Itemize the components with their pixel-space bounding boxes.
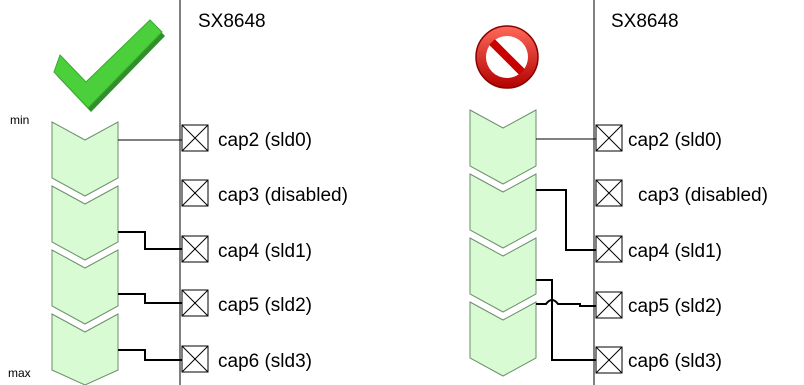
slider-segment bbox=[51, 313, 119, 385]
chip-title: SX8648 bbox=[611, 11, 679, 32]
slider-segment bbox=[469, 173, 537, 249]
pin-list: cap2 (sld0) cap3 (disabled) cap4 (sld1) … bbox=[181, 124, 348, 373]
pin-label: cap3 (disabled) bbox=[638, 185, 768, 206]
slider-segment bbox=[51, 185, 119, 261]
red-prohibited-icon bbox=[475, 25, 539, 89]
panel-correct: min max SX8648 cap2 (sld0) cap3 (d bbox=[8, 0, 348, 385]
pin-cap6 bbox=[181, 345, 209, 373]
green-checkmark-icon bbox=[53, 19, 165, 112]
pin-list: cap2 (sld0) cap3 (disabled) cap4 (sld1) … bbox=[595, 124, 768, 374]
slider-segment bbox=[51, 121, 119, 197]
pin-cap3 bbox=[181, 179, 209, 207]
slider-segment bbox=[469, 109, 537, 185]
pin-label: cap5 (sld2) bbox=[218, 295, 312, 316]
pin-label: cap6 (sld3) bbox=[628, 351, 722, 372]
pin-label: cap2 (sld0) bbox=[628, 130, 722, 151]
pin-cap6 bbox=[595, 346, 623, 374]
chip-title: SX8648 bbox=[198, 11, 266, 32]
pin-cap2 bbox=[181, 124, 209, 152]
pin-label: cap4 (sld1) bbox=[628, 241, 722, 262]
slider-segment bbox=[469, 301, 537, 377]
wires bbox=[118, 139, 182, 361]
slider-segment bbox=[469, 237, 537, 313]
pin-cap5 bbox=[181, 289, 209, 317]
wires bbox=[536, 138, 596, 361]
pin-label: cap3 (disabled) bbox=[218, 185, 348, 206]
pin-label: cap5 (sld2) bbox=[628, 296, 722, 317]
pin-cap4 bbox=[595, 235, 623, 263]
pin-label: cap4 (sld1) bbox=[218, 241, 312, 262]
axis-max-label: max bbox=[8, 366, 31, 380]
pin-label: cap2 (sld0) bbox=[218, 130, 312, 151]
axis-min-label: min bbox=[10, 113, 29, 127]
panel-incorrect: SX8648 cap2 (sld0) cap3 (disabled) cap4 … bbox=[469, 0, 768, 385]
slider-chevrons bbox=[469, 109, 537, 377]
slider-segment bbox=[51, 249, 119, 325]
slider-chevrons bbox=[51, 121, 119, 385]
pin-cap4 bbox=[181, 235, 209, 263]
pin-cap2 bbox=[595, 124, 623, 152]
pin-cap5 bbox=[595, 291, 623, 319]
pin-label: cap6 (sld3) bbox=[218, 351, 312, 372]
pin-cap3 bbox=[595, 179, 623, 207]
